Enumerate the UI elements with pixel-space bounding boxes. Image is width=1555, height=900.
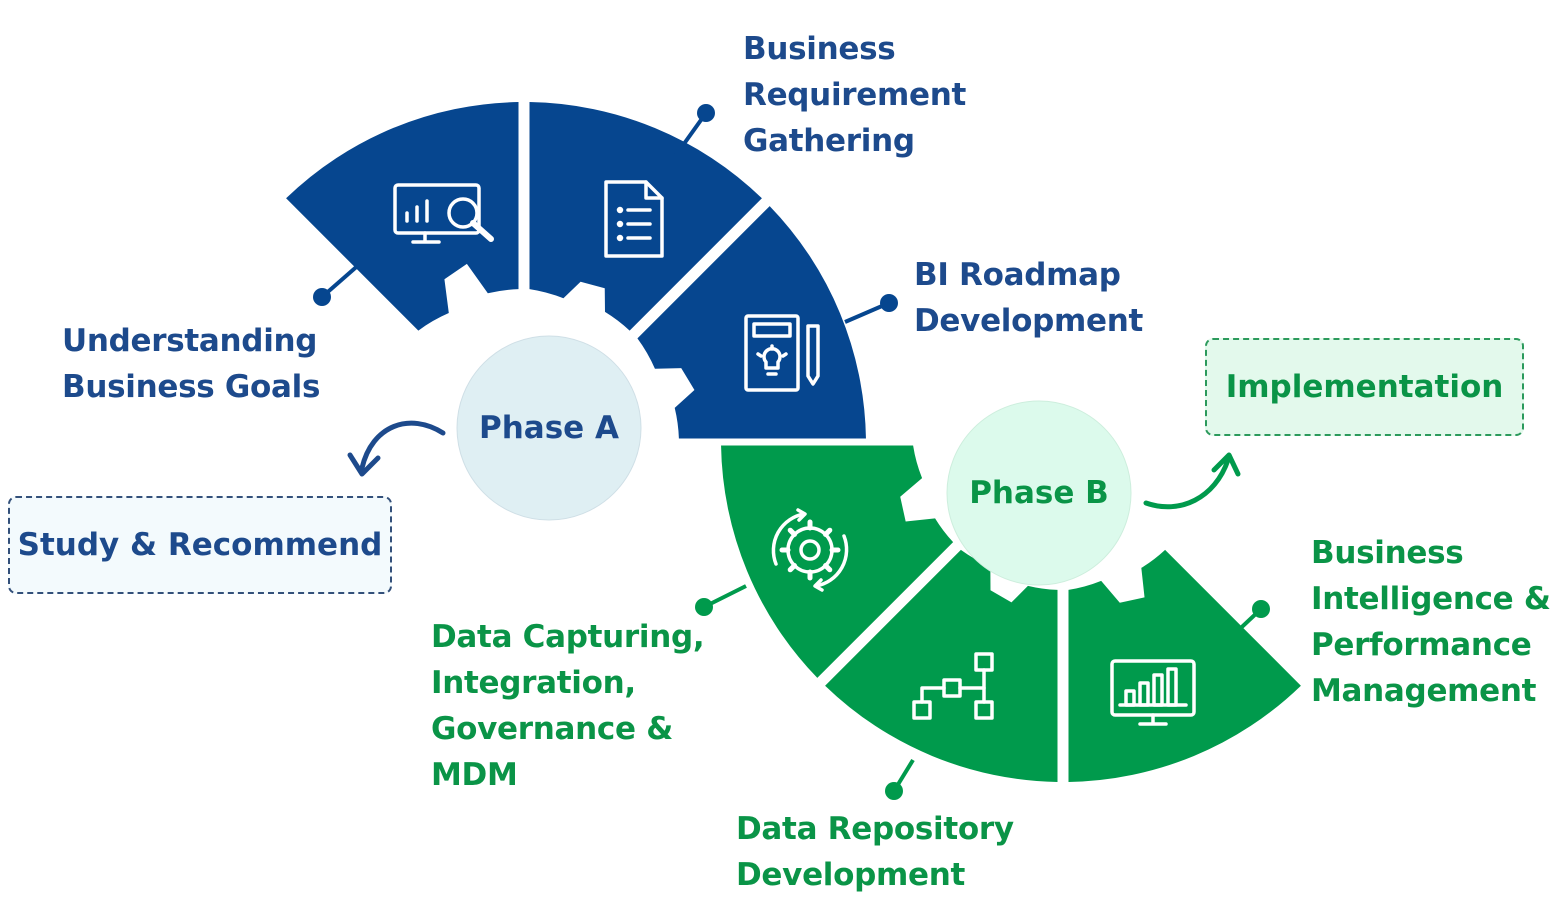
step-label-line: Development [914, 303, 1144, 339]
idea-board-pencil-icon [744, 314, 820, 392]
step-label-line: Data Capturing, [431, 619, 705, 655]
step-label-line: MDM [431, 757, 518, 793]
flowchart-nodes-icon [912, 652, 994, 720]
connector-dot [880, 294, 898, 312]
icons-group [393, 180, 1196, 726]
implementation-box: Implementation [1205, 338, 1524, 436]
step-label-line: Intelligence & [1311, 581, 1551, 617]
arrow-head [1211, 452, 1241, 477]
document-list-icon [604, 180, 664, 258]
step-label-line: Data Repository [736, 811, 1014, 847]
step-label-data-repository-development: Data Repository Development [736, 806, 1014, 898]
step-label-line: Business Goals [62, 369, 321, 405]
step-label-bi-roadmap-development: BI Roadmap Development [914, 252, 1143, 344]
connector-dot [695, 598, 713, 616]
phase-b-circle [946, 400, 1132, 586]
segment-1 [286, 102, 519, 331]
step-label-line: Requirement [743, 77, 967, 113]
step-label-line: Governance & [431, 711, 673, 747]
segment-4 [721, 445, 954, 678]
step-label-line: Business [1311, 535, 1464, 571]
step-label-line: Management [1311, 673, 1537, 709]
connector-dot [1252, 600, 1270, 618]
step-label-line: Integration, [431, 665, 636, 701]
step-label-line: Understanding [62, 323, 318, 359]
arrow-head [347, 452, 381, 477]
step-label-data-capturing: Data Capturing, Integration, Governance … [431, 614, 705, 798]
step-label-line: Business [743, 31, 896, 67]
connector-pins [313, 104, 1270, 800]
step-label-business-requirement-gathering: Business Requirement Gathering [743, 26, 966, 164]
segment-6 [1068, 549, 1301, 782]
study-recommend-box: Study & Recommend [8, 496, 392, 594]
segments-group [286, 102, 1301, 782]
phase-circles [456, 335, 1132, 586]
step-label-line: BI Roadmap [914, 257, 1121, 293]
step-label-line: Gathering [743, 123, 915, 159]
step-label-business-intelligence: Business Intelligence & Performance Mana… [1311, 530, 1551, 714]
connector-dot [885, 782, 903, 800]
arrow-to-study-box [359, 420, 446, 471]
phase-a-circle [456, 335, 642, 521]
connector-dot [313, 288, 331, 306]
segment-5 [825, 549, 1058, 782]
curved-arrows [347, 420, 1241, 510]
monitor-analytics-icon [393, 183, 494, 244]
step-label-line: Performance [1311, 627, 1532, 663]
step-label-understanding-business-goals: Understanding Business Goals [62, 318, 320, 410]
segment-2 [529, 102, 762, 331]
phase-a-label: Phase A [479, 410, 619, 446]
phase-b-label: Phase B [969, 475, 1109, 511]
gear-cycle-icon [771, 508, 849, 592]
connector-dot [697, 104, 715, 122]
step-label-line: Development [736, 857, 966, 893]
monitor-bar-chart-icon [1110, 659, 1196, 726]
arrow-to-implementation-box [1143, 457, 1231, 510]
